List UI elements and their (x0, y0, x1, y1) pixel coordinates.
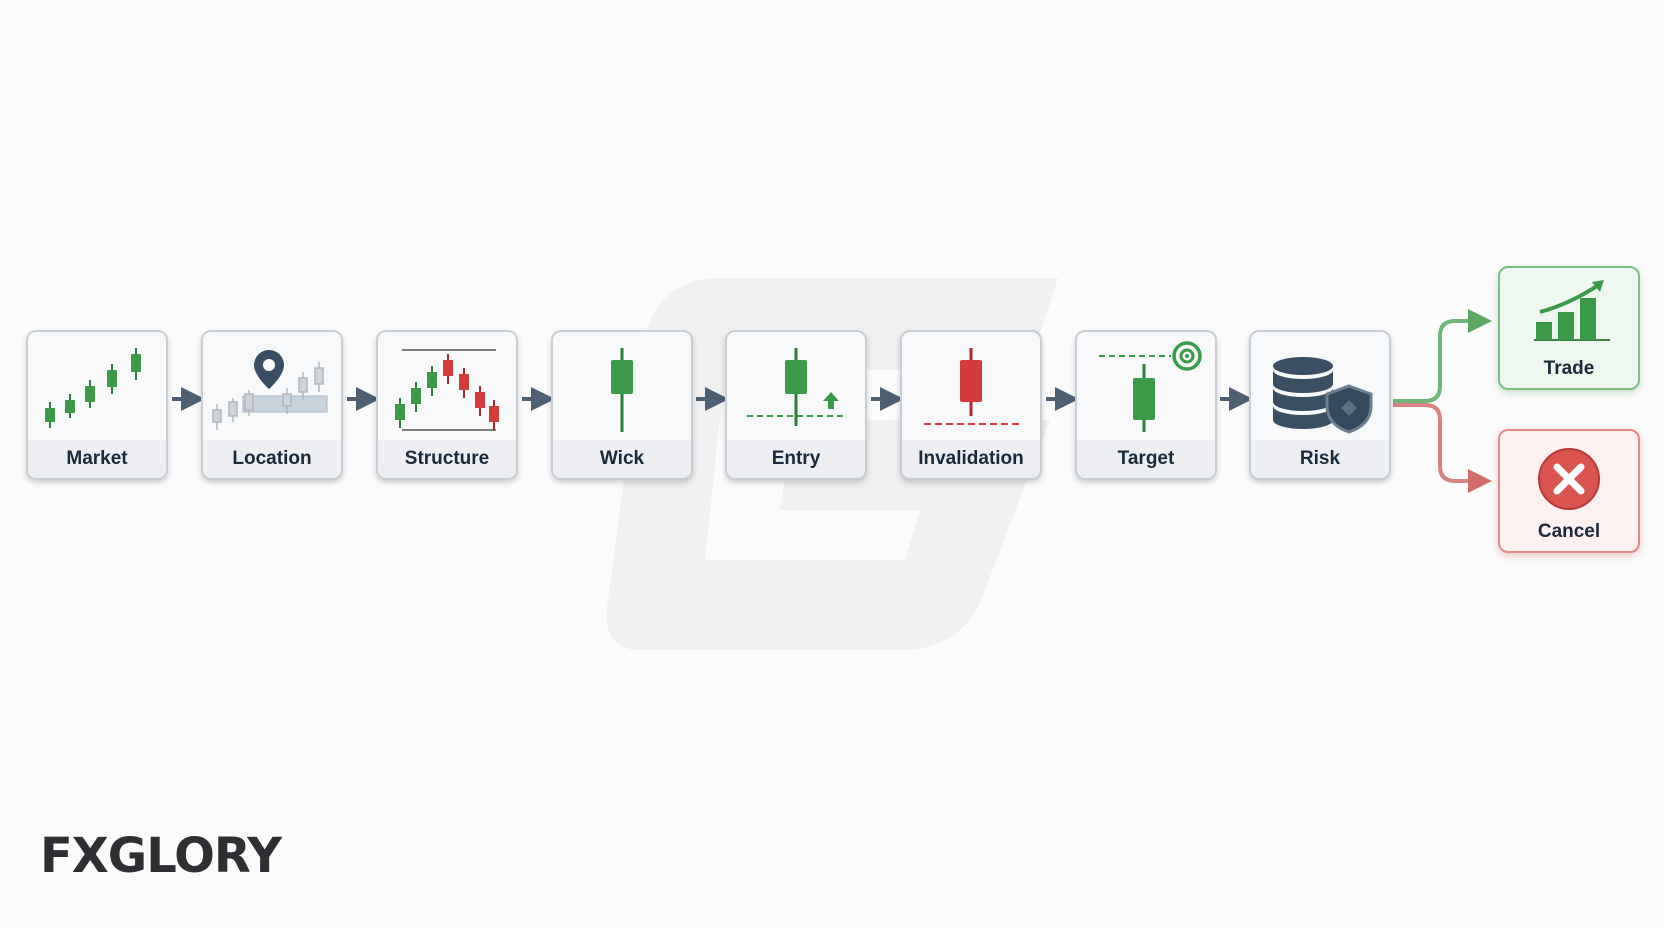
branch-to-trade (1393, 309, 1492, 403)
step-label: Entry (727, 440, 865, 478)
invalidation-candle-icon (924, 348, 1020, 425)
uptrend-candles-icon (45, 348, 141, 428)
step-location[interactable]: Location (201, 330, 343, 480)
cancel-x-icon (1538, 448, 1600, 510)
step-label: Structure (378, 440, 516, 478)
step-market[interactable]: Market (26, 330, 168, 480)
step-label: Market (28, 440, 166, 478)
outcome-cancel[interactable]: Cancel (1498, 429, 1640, 553)
step-label: Risk (1251, 440, 1389, 478)
branch-to-cancel (1393, 403, 1492, 493)
step-label: Invalidation (902, 440, 1040, 478)
step-invalidation[interactable]: Invalidation (900, 330, 1042, 480)
step-risk[interactable]: Risk (1249, 330, 1391, 480)
outcome-label: Trade (1543, 358, 1595, 379)
structure-candles-icon (395, 349, 499, 431)
location-pin-zone-icon (212, 350, 328, 430)
target-candle-icon (1099, 341, 1202, 432)
outcome-trade[interactable]: Trade (1498, 266, 1640, 390)
step-label: Location (203, 440, 341, 478)
brand-logo: FXGLORY (40, 828, 282, 884)
outcome-label: Cancel (1537, 521, 1601, 542)
wick-candle-icon (611, 348, 633, 432)
step-target[interactable]: Target (1075, 330, 1217, 480)
step-wick[interactable]: Wick (551, 330, 693, 480)
step-structure[interactable]: Structure (376, 330, 518, 480)
growth-bar-chart-icon (1534, 280, 1610, 341)
logo-text: FXGLORY (40, 828, 282, 884)
entry-candle-icon (747, 348, 845, 426)
step-entry[interactable]: Entry (725, 330, 867, 480)
step-label: Wick (553, 440, 691, 478)
step-label: Target (1077, 440, 1215, 478)
database-shield-icon (1273, 357, 1373, 434)
